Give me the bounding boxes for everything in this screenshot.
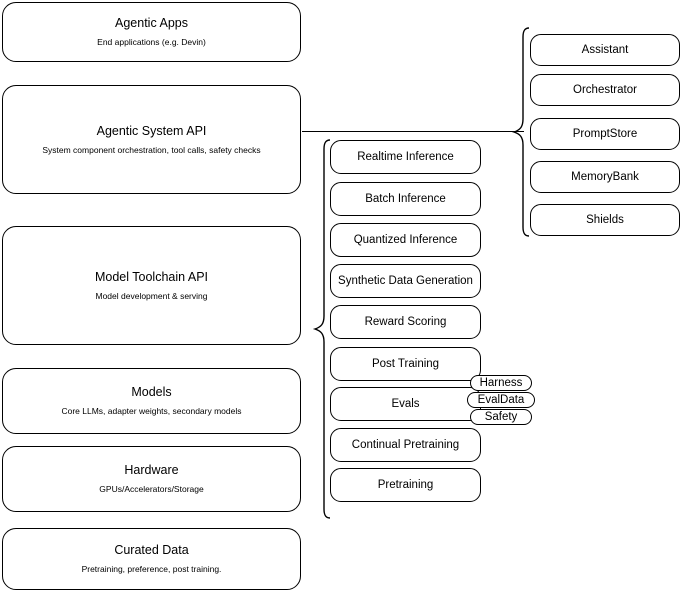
layer-subtitle: Model development & serving	[95, 290, 208, 301]
component-box-orchestrator[interactable]: Orchestrator	[530, 74, 680, 106]
evals-badge-safety[interactable]: Safety	[470, 409, 532, 425]
capability-box-synthetic-data-generation[interactable]: Synthetic Data Generation	[330, 264, 481, 298]
capability-label: Evals	[391, 397, 420, 410]
capability-box-realtime-inference[interactable]: Realtime Inference	[330, 140, 481, 174]
layer-subtitle: GPUs/Accelerators/Storage	[99, 484, 204, 494]
capability-label: Realtime Inference	[357, 150, 454, 163]
capability-box-reward-scoring[interactable]: Reward Scoring	[330, 305, 481, 339]
evals-badge-harness[interactable]: Harness	[470, 375, 532, 391]
layer-title: Model Toolchain API	[94, 269, 209, 284]
layer-subtitle: Pretraining, preference, post training.	[81, 564, 222, 574]
capability-label: Quantized Inference	[353, 233, 458, 246]
layer-title: Models	[131, 385, 172, 400]
connector-line-system-api-to-components	[302, 131, 524, 133]
layer-title: Curated Data	[114, 543, 189, 558]
component-box-memorybank[interactable]: MemoryBank	[530, 161, 680, 193]
component-box-assistant[interactable]: Assistant	[530, 34, 680, 66]
layer-box-model-toolchain-api[interactable]: Model Toolchain API Model development & …	[2, 226, 301, 345]
layer-subtitle: End applications (e.g. Devin)	[97, 37, 206, 47]
layer-box-models[interactable]: Models Core LLMs, adapter weights, secon…	[2, 368, 301, 434]
brace-toolchain-capabilities	[312, 138, 332, 520]
brace-system-components	[511, 26, 532, 238]
component-label: MemoryBank	[571, 170, 639, 183]
evals-badge-label: Harness	[479, 377, 523, 389]
component-label: PromptStore	[572, 127, 638, 140]
layer-box-agentic-system-api[interactable]: Agentic System API System component orch…	[2, 85, 301, 194]
capability-label: Pretraining	[377, 478, 434, 491]
capability-box-quantized-inference[interactable]: Quantized Inference	[330, 223, 481, 257]
capability-label: Batch Inference	[365, 192, 446, 205]
capability-box-batch-inference[interactable]: Batch Inference	[330, 182, 481, 216]
evals-badge-label: Safety	[484, 411, 518, 423]
capability-label: Reward Scoring	[364, 315, 447, 328]
component-label: Shields	[586, 213, 624, 226]
layer-title: Agentic System API	[96, 123, 207, 138]
layer-subtitle: Core LLMs, adapter weights, secondary mo…	[61, 406, 242, 416]
component-box-promptstore[interactable]: PromptStore	[530, 118, 680, 150]
layer-title: Agentic Apps	[115, 16, 188, 31]
evals-badge-label: EvalData	[477, 394, 525, 406]
capability-label: Continual Pretraining	[351, 438, 460, 451]
capability-box-post-training[interactable]: Post Training	[330, 347, 481, 381]
layer-title: Hardware	[124, 463, 179, 478]
layer-box-hardware[interactable]: Hardware GPUs/Accelerators/Storage	[2, 446, 301, 512]
capability-box-pretraining[interactable]: Pretraining	[330, 468, 481, 502]
component-label: Orchestrator	[573, 83, 637, 96]
layer-subtitle: System component orchestration, tool cal…	[42, 144, 261, 155]
capability-box-evals[interactable]: Evals	[330, 387, 481, 421]
capability-label: Synthetic Data Generation	[338, 274, 473, 287]
capability-label: Post Training	[371, 357, 440, 370]
component-label: Assistant	[581, 43, 629, 56]
layer-box-agentic-apps[interactable]: Agentic Apps End applications (e.g. Devi…	[2, 2, 301, 62]
capability-box-continual-pretraining[interactable]: Continual Pretraining	[330, 428, 481, 462]
layer-box-curated-data[interactable]: Curated Data Pretraining, preference, po…	[2, 528, 301, 590]
component-box-shields[interactable]: Shields	[530, 204, 680, 236]
evals-badge-evaldata[interactable]: EvalData	[467, 392, 535, 408]
